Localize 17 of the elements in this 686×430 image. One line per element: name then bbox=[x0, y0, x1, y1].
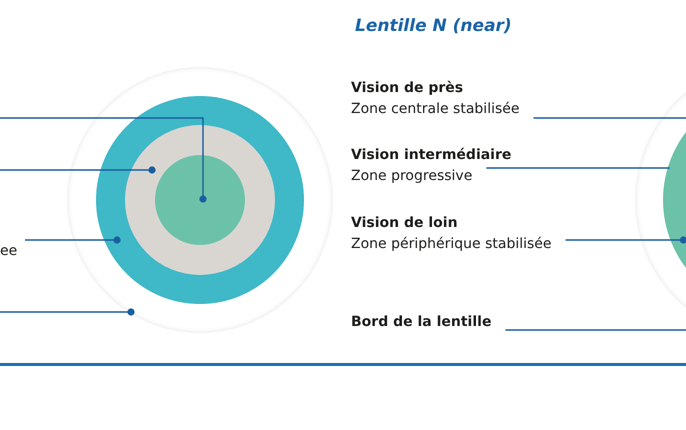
leader-line bbox=[486, 167, 670, 169]
zone-description: Zone centrale stabilisée bbox=[351, 100, 520, 119]
leader-line bbox=[505, 329, 686, 331]
cut-off-text: ee bbox=[0, 243, 18, 259]
leader-line bbox=[0, 166, 156, 174]
leader-line bbox=[534, 117, 686, 119]
leader-line bbox=[566, 236, 686, 244]
zone-heading: Vision de près bbox=[351, 79, 464, 98]
zone-description: Zone progressive bbox=[351, 167, 474, 186]
zone-heading: Bord de la lentille bbox=[351, 313, 492, 332]
diagram-title: Lentille N (near) bbox=[355, 16, 512, 36]
leader-line bbox=[25, 236, 121, 244]
leader-line bbox=[0, 117, 207, 203]
zone-heading: Vision intermédiaire bbox=[351, 146, 512, 165]
zone-description: Zone périphérique stabilisée bbox=[351, 235, 552, 254]
zone-heading: Vision de loin bbox=[351, 214, 459, 233]
leader-line bbox=[0, 308, 135, 316]
